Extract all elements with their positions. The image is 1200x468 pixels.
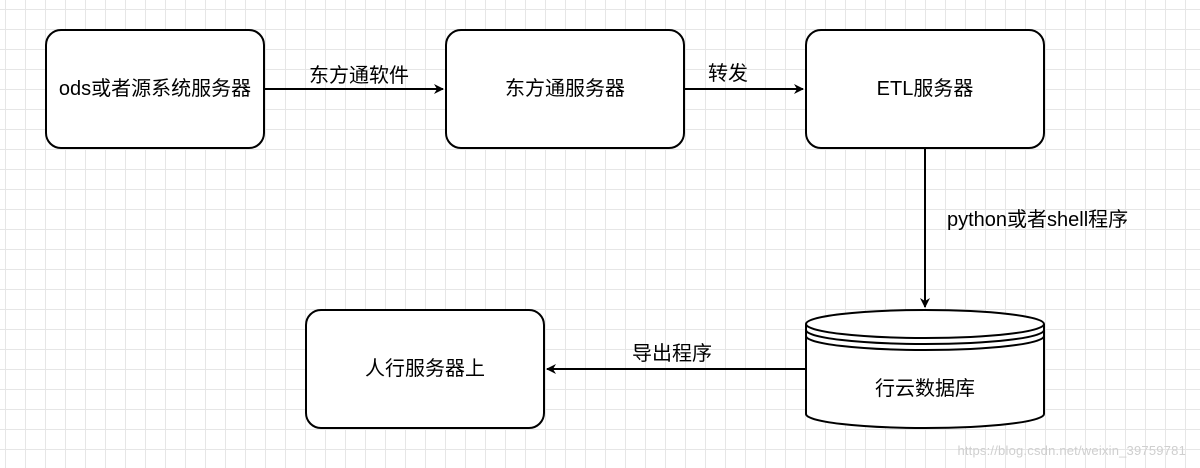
cloud-database-label: 行云数据库 [875, 378, 975, 400]
node-etl-server[interactable]: ETL服务器 [805, 29, 1045, 149]
node-source-system[interactable]: ods或者源系统服务器 [45, 29, 265, 149]
node-etl-label: ETL服务器 [876, 77, 974, 100]
node-source-label: ods或者源系统服务器 [58, 77, 252, 100]
edge-label-forward: 转发 [708, 63, 748, 85]
node-dongfangtong-server[interactable]: 东方通服务器 [445, 29, 685, 149]
edge-label-export-program: 导出程序 [632, 343, 712, 365]
edge-label-dft-software: 东方通软件 [309, 65, 409, 87]
node-pboc-label: 人行服务器上 [365, 357, 485, 380]
node-pboc-server[interactable]: 人行服务器上 [305, 309, 545, 429]
node-dongfangtong-label: 东方通服务器 [505, 77, 625, 100]
edge-label-python-shell: python或者shell程序 [947, 209, 1129, 231]
watermark: https://blog.csdn.net/weixin_39759781 [957, 443, 1186, 458]
cloud-database-cylinder[interactable] [805, 309, 1045, 429]
